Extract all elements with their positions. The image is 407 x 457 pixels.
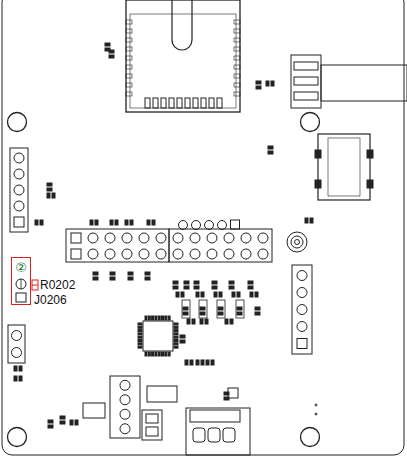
mounting-hole — [8, 113, 320, 447]
smd-component — [14, 43, 313, 428]
highlight-box: ② — [11, 257, 31, 305]
resistor-symbol — [32, 280, 38, 290]
qfn-chip — [138, 316, 178, 356]
callout-number: ② — [15, 261, 27, 274]
screw-terminal — [110, 376, 140, 438]
part-name: J0206 — [34, 294, 67, 307]
usb-connector — [291, 55, 407, 108]
pin-header — [16, 279, 26, 302]
pin-header — [8, 325, 25, 363]
pin-header-2x12 — [66, 220, 272, 262]
bottom-parts — [83, 386, 317, 455]
potentiometer — [287, 232, 307, 252]
part-name: R0202 — [40, 279, 75, 292]
pin-header — [292, 265, 312, 354]
inductor — [315, 134, 373, 200]
pin-header — [10, 148, 28, 232]
wifi-module — [126, 0, 240, 112]
